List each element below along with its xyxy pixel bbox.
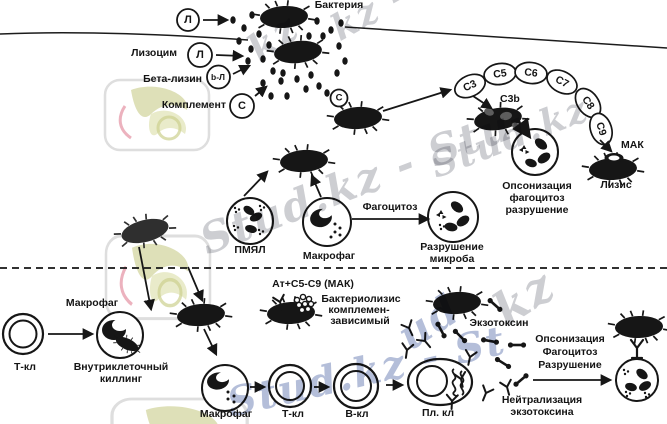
antibody-receptor <box>629 338 645 360</box>
circle-lysozyme-letter: Л <box>184 14 192 26</box>
label-b-cell: В-кл <box>345 408 369 420</box>
label-bacteria: Бактерия <box>314 0 364 11</box>
label-bacteriolysis-line3: зависимый <box>330 315 390 327</box>
label-macrophage-bottom: Макрофаг <box>199 408 253 420</box>
label-bacteriolysis-line2: комплемен- <box>328 304 390 316</box>
label-opsonization-right: Опсонизация <box>502 180 572 192</box>
label-phagocytosis-bottom: Фагоцитоз <box>542 346 598 358</box>
label-neutralization-line1: Нейтрализация <box>501 394 583 406</box>
label-destruction-bottom: Разрушение <box>538 359 602 371</box>
label-lysis: Лизис <box>600 179 632 191</box>
plasma-cell <box>406 357 474 407</box>
bacterium-lysed-mac <box>580 150 646 188</box>
mucosa-line <box>0 26 667 49</box>
phagocyte-final <box>615 338 659 402</box>
label-pmnl: ПМЯЛ <box>234 244 266 256</box>
t-cell <box>1 312 45 356</box>
label-exotoxin: Экзотоксин <box>469 317 529 329</box>
label-t-cell-left: Т-кл <box>14 361 36 373</box>
agent-circles <box>176 8 349 119</box>
bacteria-dots <box>230 11 348 100</box>
bacterium-opsonized <box>606 308 667 346</box>
label-destruction-line1: Разрушение <box>420 241 484 253</box>
label-t-cell-bottom: Т-кл <box>282 408 304 420</box>
macrophage-cell <box>302 197 352 247</box>
label-lysozyme: Лизоцим <box>131 47 177 59</box>
circle-complement-letter: С <box>238 100 246 112</box>
label-mak: МАК <box>621 139 644 151</box>
label-c3b: C3b <box>500 93 520 105</box>
label-phagocytosis-right: фагоцитоз <box>509 192 565 204</box>
label-bacteriolysis-line1: Бактериолизис <box>321 293 401 305</box>
label-intracellular-line1: Внутриклеточный <box>73 361 169 373</box>
phagocyte-destruction <box>427 191 479 243</box>
pmnl-cell <box>226 197 274 245</box>
bacterium <box>251 0 317 36</box>
bacterium <box>264 31 332 73</box>
phagocyte-opsonization <box>511 128 559 176</box>
label-intracellular-line2: киллинг <box>99 373 143 385</box>
label-macrophage-left: Макрофаг <box>65 297 119 309</box>
label-destruction-line2: микроба <box>429 253 475 265</box>
label-destruction-right: разрушение <box>505 204 569 216</box>
macrophage-intracellular <box>96 311 145 359</box>
cascade-c6: C6 <box>523 66 539 80</box>
label-neutralization-line2: экзотоксина <box>510 406 574 418</box>
bacterium <box>271 141 337 181</box>
label-phagocytosis: Фагоцитоз <box>362 201 418 213</box>
flow-arrows <box>48 14 613 393</box>
cascade-c5: C5 <box>492 67 508 81</box>
label-beta-lysin: Бета-лизин <box>143 73 202 85</box>
bacterium-with-antibody-complement <box>258 294 324 332</box>
stud-logo <box>103 78 211 152</box>
circle-beta-lysin-letter: b-Л <box>211 72 225 82</box>
complement-cascade <box>453 61 613 146</box>
macrophage-presenting <box>201 364 249 412</box>
complement-cluster <box>293 293 315 314</box>
circle-lysozyme-letter: Л <box>196 49 204 61</box>
t-cell-chain <box>267 363 313 409</box>
label-at-mak: Ат+С5-С9 (МАК) <box>272 278 354 290</box>
circle-complement-letter: С <box>335 92 343 104</box>
b-cell <box>332 362 380 410</box>
label-complement: Комплемент <box>161 99 226 111</box>
label-opsonization-bottom: Опсонизация <box>535 333 605 345</box>
label-macrophage-mid: Макрофаг <box>302 250 356 262</box>
label-plasma-cell: Пл. кл <box>421 407 455 419</box>
